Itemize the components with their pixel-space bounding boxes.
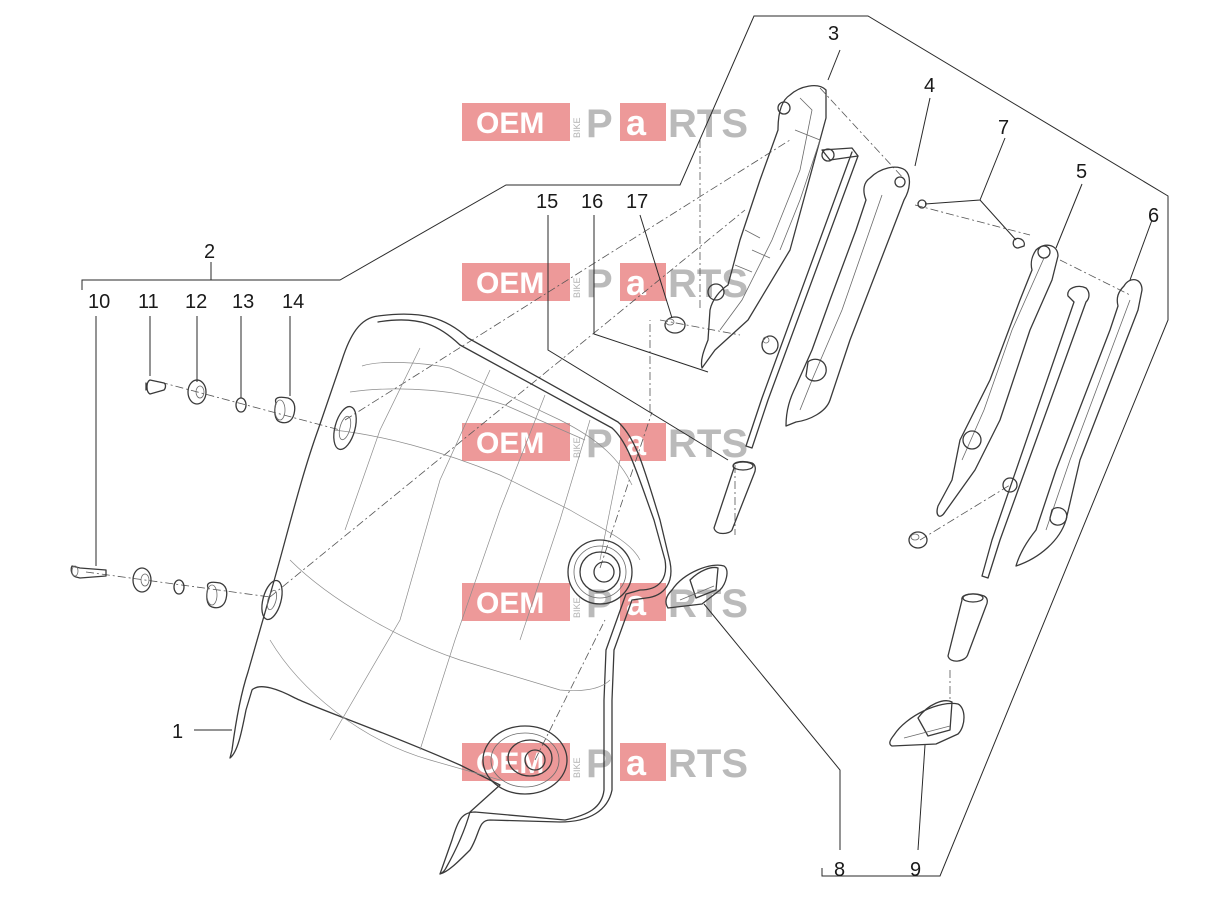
base-mount-9 xyxy=(889,700,965,747)
base-mount-8 xyxy=(665,564,728,609)
right-bracket xyxy=(936,244,1090,579)
callout-5: 5 xyxy=(1076,161,1087,183)
screws-7 xyxy=(917,199,1025,249)
svg-text:a: a xyxy=(626,742,647,783)
assembly-lines xyxy=(85,87,1131,761)
callout-2: 2 xyxy=(204,241,215,263)
svg-text:a: a xyxy=(626,102,647,143)
spacer-16 xyxy=(761,335,779,355)
spacer-17 xyxy=(664,316,686,334)
svg-text:BIKE: BIKE xyxy=(572,437,582,458)
svg-text:RTS: RTS xyxy=(668,742,748,786)
left-bracket xyxy=(700,85,859,449)
callout-11: 11 xyxy=(138,291,159,313)
svg-text:OEM: OEM xyxy=(476,427,544,460)
callout-4: 4 xyxy=(924,75,935,97)
svg-text:RTS: RTS xyxy=(668,102,748,146)
tube-right xyxy=(947,593,988,662)
watermark: OEM BIKE P a RTS xyxy=(462,742,748,786)
svg-text:OEM: OEM xyxy=(476,107,544,140)
callout-13: 13 xyxy=(232,291,254,313)
callout-16: 16 xyxy=(581,191,603,213)
svg-text:P: P xyxy=(586,102,613,146)
svg-text:BIKE: BIKE xyxy=(572,277,582,298)
svg-text:a: a xyxy=(626,422,647,463)
callout-17: 17 xyxy=(626,191,648,213)
watermark: OEM BIKE P a RTS xyxy=(462,102,748,146)
svg-text:BIKE: BIKE xyxy=(572,757,582,778)
callout-7: 7 xyxy=(998,117,1009,139)
spacer-right xyxy=(908,531,928,549)
fastener-set-lower xyxy=(70,565,228,609)
watermark: OEM BIKE P a RTS xyxy=(462,422,748,466)
watermark: OEM BIKE P a RTS xyxy=(462,262,748,306)
svg-text:RTS: RTS xyxy=(668,422,748,466)
svg-text:OEM: OEM xyxy=(476,747,544,780)
svg-text:RTS: RTS xyxy=(668,262,748,306)
svg-text:RTS: RTS xyxy=(668,582,748,626)
svg-text:OEM: OEM xyxy=(476,267,544,300)
callout-10: 10 xyxy=(88,291,110,313)
tube-15 xyxy=(713,461,756,535)
svg-text:BIKE: BIKE xyxy=(572,597,582,618)
left-cover xyxy=(785,166,911,427)
callout-15: 15 xyxy=(536,191,558,213)
svg-text:P: P xyxy=(586,262,613,306)
callout-6: 6 xyxy=(1148,205,1159,227)
svg-text:OEM: OEM xyxy=(476,587,544,620)
callout-9: 9 xyxy=(910,859,921,881)
watermarks: OEM BIKE P a RTS OEM BIKE P a RTS OEM BI… xyxy=(462,102,748,786)
svg-text:BIKE: BIKE xyxy=(572,117,582,138)
callout-1: 1 xyxy=(172,721,183,743)
callout-8: 8 xyxy=(834,859,845,881)
callout-14: 14 xyxy=(282,291,304,313)
svg-text:a: a xyxy=(626,262,647,303)
callout-12: 12 xyxy=(185,291,207,313)
callout-3: 3 xyxy=(828,23,839,45)
fastener-set-upper xyxy=(145,379,296,424)
svg-text:P: P xyxy=(586,742,613,786)
windshield xyxy=(229,313,672,875)
svg-text:P: P xyxy=(586,422,613,466)
callout-labels: 1 2 3 4 5 6 7 8 9 10 11 12 13 14 15 16 1… xyxy=(88,23,1159,881)
svg-text:a: a xyxy=(626,582,647,623)
leader-lines xyxy=(81,15,1169,877)
right-cover xyxy=(1015,279,1143,567)
